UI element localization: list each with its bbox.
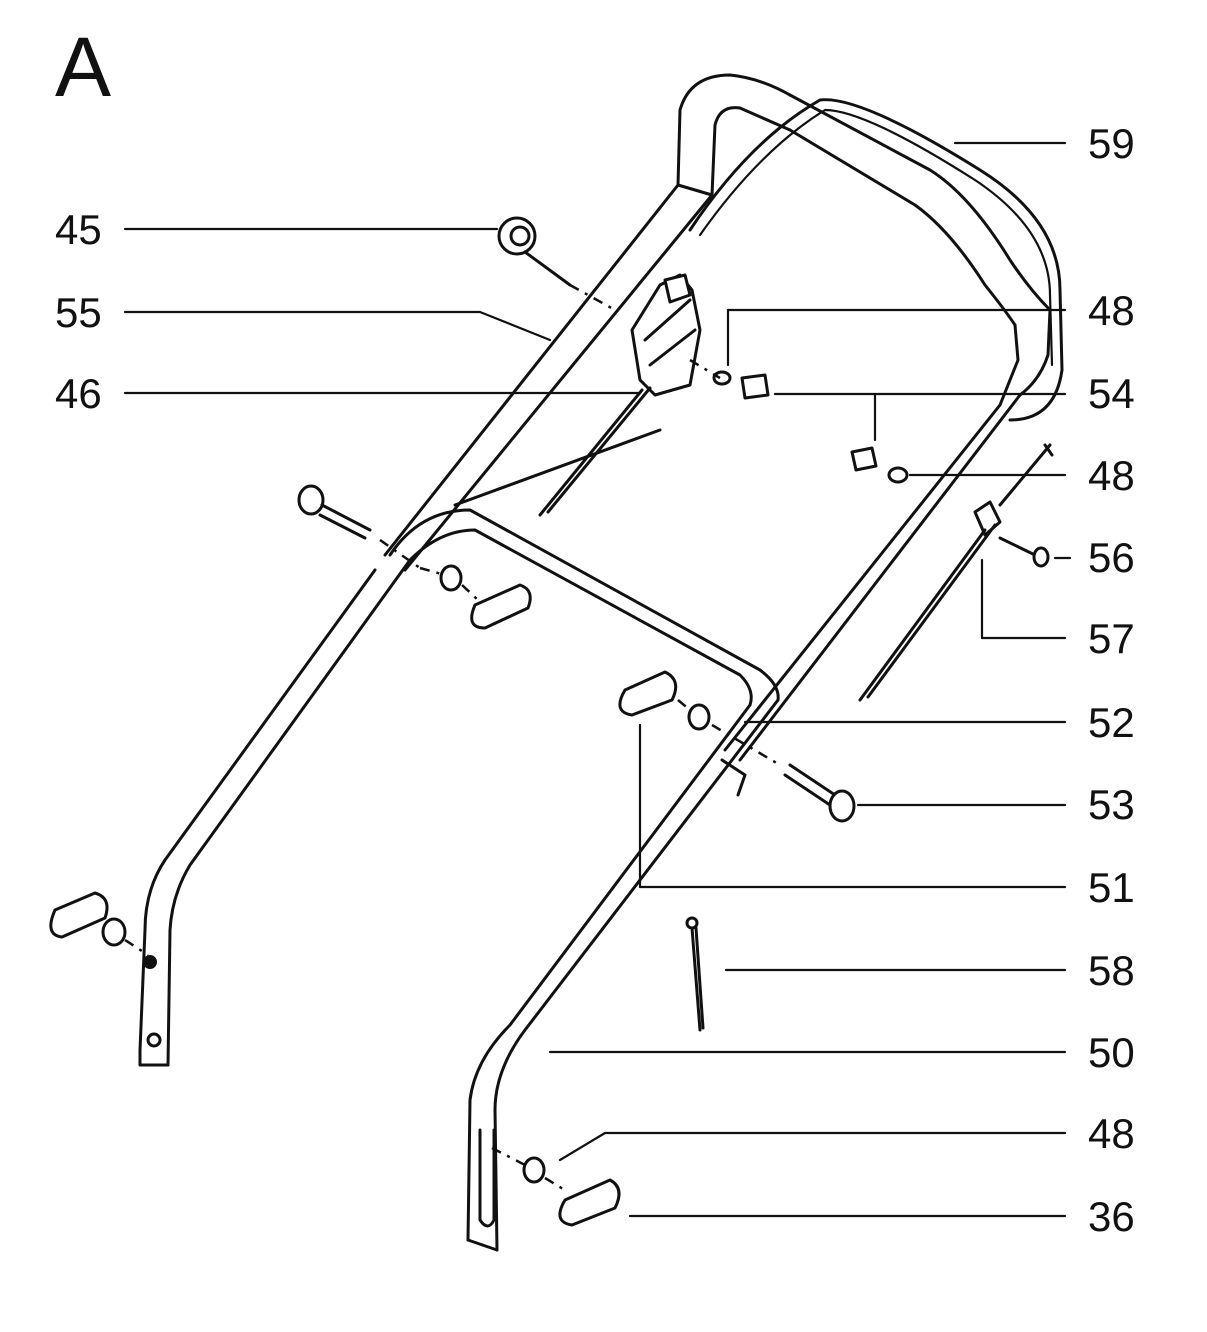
part-46-throttle-lever	[538, 273, 702, 517]
callout-58: 58	[1088, 947, 1135, 994]
callout-48-upper: 48	[1088, 287, 1135, 334]
callout-45: 45	[55, 206, 102, 253]
left-joint-bolt	[297, 484, 421, 570]
part-45-cable-clip	[497, 216, 616, 312]
part-57-bracket	[858, 443, 1054, 702]
brake-cable	[688, 98, 1064, 422]
callout-52: 52	[1088, 699, 1135, 746]
callout-50: 50	[1088, 1029, 1135, 1076]
callout-53: 53	[1088, 781, 1135, 828]
washer-nut-upper	[689, 358, 770, 400]
callout-57: 57	[1088, 615, 1135, 662]
callout-labels: 45 55 46 59 48 54 48 56 57 52 53 51 58 5…	[55, 120, 1135, 1240]
section-letter: A	[55, 20, 111, 114]
callout-51: 51	[1088, 864, 1135, 911]
right-joint-knob	[618, 670, 856, 823]
callout-54: 54	[1088, 370, 1135, 417]
part-56-bolt	[998, 536, 1050, 568]
upper-handle	[383, 73, 1052, 762]
callout-48-lower: 48	[1088, 1110, 1135, 1157]
callout-55: 55	[55, 289, 102, 336]
bottom-left-knob	[49, 891, 149, 957]
left-joint-knob	[419, 564, 532, 630]
callout-36: 36	[1088, 1193, 1135, 1240]
lower-handle	[138, 508, 780, 1252]
callout-48-middle: 48	[1088, 452, 1135, 499]
washer-nut-right	[850, 446, 909, 484]
leader-lines	[123, 141, 1072, 1218]
bottom-right-knob	[491, 1146, 621, 1227]
callout-46: 46	[55, 370, 102, 417]
part-58-pin	[685, 916, 705, 1032]
callout-56: 56	[1088, 534, 1135, 581]
callout-59: 59	[1088, 120, 1135, 167]
